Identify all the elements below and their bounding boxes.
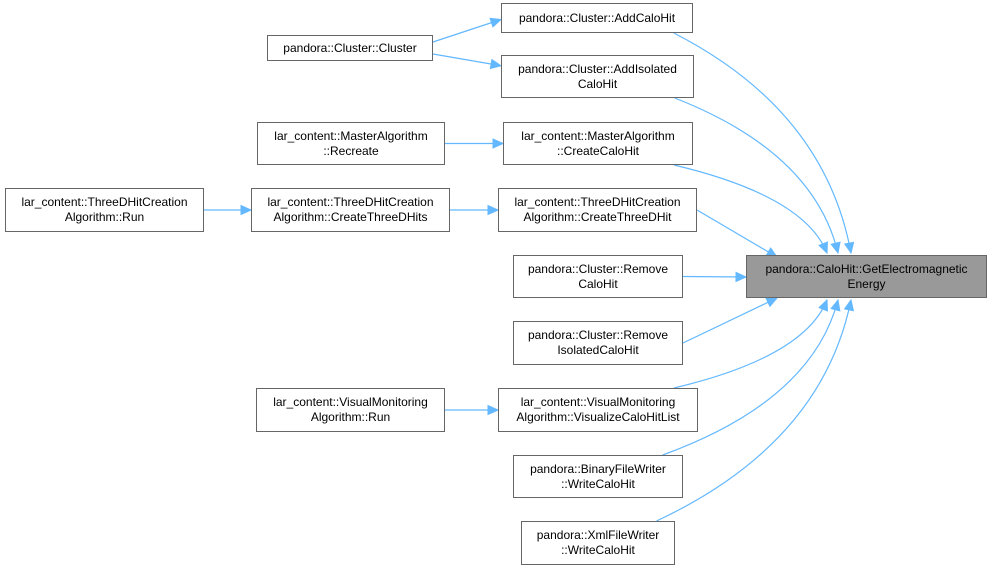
node-threedhitcreation-createthreedhits[interactable]: lar_content::ThreeDHitCreation Algorithm…	[251, 188, 450, 232]
edge-addcalohit-to-focus-arrowhead	[843, 241, 855, 255]
node-cluster-addisolatedcalohit[interactable]: pandora::Cluster::AddIsolated CaloHit	[501, 55, 694, 98]
node-label-line: ::Recreate	[323, 143, 379, 158]
node-label-line: Algorithm::Run	[64, 210, 145, 224]
node-label-line: lar_content::VisualMonitoring	[520, 395, 676, 409]
node-label-line: IsolatedCaloHit	[557, 343, 639, 357]
node-label-line: pandora::CaloHit::GetElectromagnetic	[765, 261, 968, 276]
edge-ma_create-to-focus	[673, 164, 828, 254]
node-visualmonitoring-run[interactable]: lar_content::VisualMonitoring Algorithm:…	[256, 388, 445, 432]
node-label-line: lar_content::ThreeDHitCreation	[267, 195, 434, 209]
node-label-line: pandora::Cluster::AddIsolated	[518, 61, 677, 76]
node-label-line: lar_content::ThreeDHitCreation	[514, 195, 681, 209]
node-label-line: Algorithm::Run	[310, 410, 391, 424]
node-threedhitcreation-run[interactable]: lar_content::ThreeDHitCreation Algorithm…	[5, 188, 204, 232]
edge-remove-to-focus-arrowhead	[735, 271, 748, 283]
node-cluster-removecalohit[interactable]: pandora::Cluster::Remove CaloHit	[513, 255, 683, 298]
edge-xml-to-focus	[656, 299, 852, 522]
node-xmlfilewriter-writecalohit[interactable]: pandora::XmlFileWriter ::WriteCaloHit	[521, 521, 675, 565]
node-label-line: lar_content::MasterAlgorithm	[521, 128, 675, 143]
edge-ma_recreate-to-ma_create-arrowhead	[492, 138, 505, 149]
edge-tdh_createhit-to-focus	[696, 209, 778, 258]
edge-remove_iso-to-focus-arrowhead	[765, 297, 779, 308]
node-masteralgorithm-recreate[interactable]: lar_content::MasterAlgorithm ::Recreate	[257, 122, 445, 165]
node-label-line: pandora::Cluster::Remove	[527, 261, 669, 276]
edge-cluster_ctor-to-addcalohit	[432, 18, 502, 43]
edge-binary-to-focus-arrowhead	[830, 298, 841, 312]
edge-addisolated-to-focus-arrowhead	[830, 241, 841, 255]
node-binaryfilewriter-writecalohit[interactable]: pandora::BinaryFileWriter ::WriteCaloHit	[513, 455, 683, 498]
node-visualmonitoring-visualizecalohitlist[interactable]: lar_content::VisualMonitoring Algorithm:…	[498, 388, 698, 432]
edge-addisolated-to-focus	[674, 97, 839, 254]
node-label-line: Algorithm::CreateThreeDHits	[273, 210, 428, 224]
edge-xml-to-focus-arrowhead	[843, 298, 855, 312]
node-label-line: lar_content::MasterAlgorithm	[274, 128, 428, 143]
node-label-line: lar_content::VisualMonitoring	[273, 395, 428, 409]
node-cluster-constructor[interactable]: pandora::Cluster::Cluster	[267, 35, 433, 61]
node-label-line: pandora::XmlFileWriter	[536, 528, 660, 542]
node-label-line: Energy	[847, 276, 886, 291]
node-label-line: ::CreateCaloHit	[556, 143, 640, 158]
edge-addcalohit-to-focus	[673, 32, 852, 254]
node-focus-calohit-getelectromagneticenergy: pandora::CaloHit::GetElectromagnetic Ene…	[746, 255, 987, 298]
edge-binary-to-focus	[662, 299, 839, 456]
edge-tdh_createhits-to-tdh_createhit-arrowhead	[487, 204, 500, 216]
node-label-line: CaloHit	[578, 276, 618, 291]
node-label-line: pandora::Cluster::Remove	[527, 328, 669, 342]
node-threedhitcreation-createthreedhit[interactable]: lar_content::ThreeDHitCreation Algorithm…	[498, 188, 697, 232]
edge-cluster_ctor-to-addisolated	[432, 53, 502, 67]
edge-tdh_run-to-tdh_createhits-arrowhead	[240, 204, 253, 216]
node-label-line: pandora::Cluster::AddCaloHit	[518, 10, 676, 25]
node-cluster-removeisolatedcalohit[interactable]: pandora::Cluster::Remove IsolatedCaloHit	[513, 321, 683, 365]
node-label-line: lar_content::ThreeDHitCreation	[21, 195, 188, 209]
node-label-line: ::WriteCaloHit	[561, 476, 635, 491]
edge-cluster_ctor-to-addisolated-arrowhead	[489, 58, 503, 70]
node-cluster-addcalohit[interactable]: pandora::Cluster::AddCaloHit	[501, 3, 693, 33]
edge-ma_create-to-focus-arrowhead	[818, 241, 828, 255]
node-label-line: Algorithm::VisualizeCaloHitList	[516, 410, 680, 424]
node-masteralgorithm-createcalohit[interactable]: lar_content::MasterAlgorithm ::CreateCal…	[503, 122, 693, 165]
node-label-line: ::WriteCaloHit	[561, 543, 635, 557]
node-label-line: Algorithm::CreateThreeDHit	[523, 210, 672, 224]
node-label-line: CaloHit	[577, 76, 618, 91]
node-label-line: pandora::Cluster::Cluster	[283, 40, 417, 55]
edge-remove-to-focus	[682, 275, 747, 278]
node-label-line: pandora::BinaryFileWriter	[530, 461, 666, 476]
edge-remove_iso-to-focus	[682, 297, 778, 344]
edge-cluster_ctor-to-addcalohit-arrowhead	[489, 17, 503, 28]
edge-vm_visualize-to-focus-arrowhead	[818, 298, 828, 312]
edge-vm_visualize-to-focus	[673, 299, 828, 389]
edge-vm_run-to-vm_visualize-arrowhead	[487, 404, 500, 416]
